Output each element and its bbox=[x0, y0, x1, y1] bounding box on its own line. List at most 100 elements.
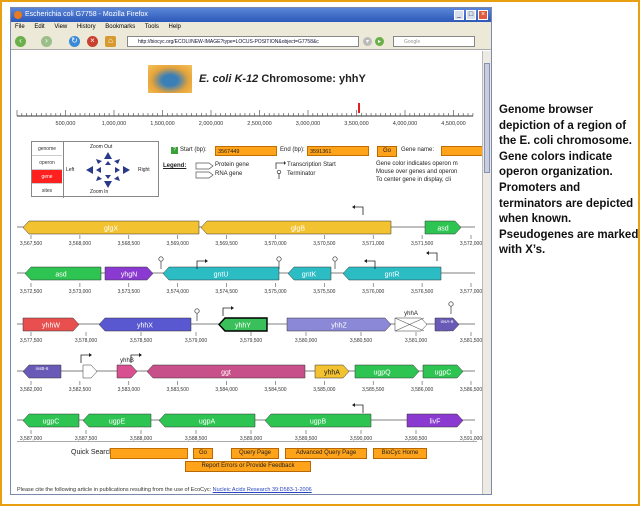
gene-arrow[interactable] bbox=[264, 413, 372, 428]
go-arrow-icon[interactable]: ▸ bbox=[375, 37, 384, 46]
level-genome[interactable]: genome bbox=[32, 142, 62, 156]
query-page-button[interactable]: Query Page bbox=[231, 448, 279, 459]
track-tick-label: 3,581,000 bbox=[405, 338, 427, 344]
track-tick-label: 3,574,500 bbox=[215, 289, 237, 295]
menu-tools[interactable]: Tools bbox=[144, 24, 159, 30]
close-button[interactable]: × bbox=[478, 10, 488, 20]
gene-arrow[interactable] bbox=[434, 317, 460, 332]
help-icon[interactable]: ? bbox=[171, 147, 178, 154]
level-sites[interactable]: sites bbox=[41, 188, 53, 194]
gene-label: glgB bbox=[291, 226, 305, 233]
search-box[interactable]: Google bbox=[393, 36, 475, 47]
menu-bookmarks[interactable]: Bookmarks bbox=[105, 24, 136, 30]
gene-arrow[interactable] bbox=[422, 364, 464, 379]
menu-history[interactable]: History bbox=[76, 24, 96, 30]
legend-gene-shapes bbox=[195, 162, 214, 179]
gene-arrow[interactable] bbox=[146, 364, 306, 379]
gene-arrow[interactable] bbox=[22, 220, 200, 235]
track-tick-label: 3,580,000 bbox=[295, 338, 317, 344]
promoter-arrowhead bbox=[352, 403, 355, 407]
track-tick-label: 3,591,000 bbox=[460, 436, 482, 442]
track-tick-label: 3,569,500 bbox=[215, 241, 237, 247]
legend-protein-gene: Protein gene bbox=[215, 162, 250, 168]
pan-zoom-arrows-icon[interactable] bbox=[80, 150, 136, 190]
home-icon[interactable]: ⌂ bbox=[105, 36, 116, 47]
gene-arrow[interactable] bbox=[98, 317, 192, 332]
gene-arrow[interactable] bbox=[116, 364, 138, 379]
gene-label: yhgN bbox=[121, 272, 137, 279]
promoter-arrow bbox=[222, 307, 231, 316]
gene-arrow[interactable] bbox=[82, 364, 98, 379]
gene-arrow[interactable] bbox=[200, 220, 392, 235]
address-bar[interactable]: http://biocyc.org/ECOLI/NEW-IMAGE?type=L… bbox=[127, 36, 359, 47]
biocyc-home-button[interactable]: BioCyc Home bbox=[373, 448, 427, 459]
maximize-button[interactable]: □ bbox=[466, 10, 476, 20]
gene-arrow[interactable] bbox=[286, 317, 392, 332]
gene-arrow[interactable] bbox=[218, 317, 268, 332]
track-tick-label: 3,586,500 bbox=[460, 387, 482, 393]
forward-icon[interactable]: › bbox=[41, 36, 52, 47]
level-operon[interactable]: operon bbox=[32, 156, 62, 170]
level-gene[interactable]: gene bbox=[32, 170, 62, 184]
gene-label: insA-6 bbox=[441, 319, 454, 324]
gene-arrow[interactable] bbox=[162, 266, 280, 281]
menu-file[interactable]: File bbox=[15, 24, 25, 30]
gene-arrow[interactable] bbox=[342, 266, 442, 281]
gene-label: ggt bbox=[221, 370, 231, 377]
end-label: End (bp): bbox=[280, 147, 305, 153]
gene-label: yhhZ bbox=[331, 323, 347, 330]
track-tick-label: 3,568,500 bbox=[118, 241, 140, 247]
pseudogene-x-mark bbox=[394, 317, 425, 332]
gene-label: ugpA bbox=[199, 419, 216, 426]
terminator-loop bbox=[448, 301, 454, 307]
address-text: http://biocyc.org/ECOLI/NEW-IMAGE?type=L… bbox=[138, 39, 319, 45]
gene-arrow[interactable] bbox=[104, 266, 154, 281]
start-input[interactable]: 3567449 bbox=[215, 146, 277, 156]
back-icon[interactable]: ‹ bbox=[15, 36, 26, 47]
ruler-tick-label: 1,000,000 bbox=[102, 121, 126, 127]
advanced-query-button[interactable]: Advanced Query Page bbox=[285, 448, 367, 459]
quick-search-input[interactable] bbox=[110, 448, 188, 459]
minimize-button[interactable]: _ bbox=[454, 10, 464, 20]
legend-info-2: Mouse over genes and operon bbox=[376, 169, 458, 175]
menu-view[interactable]: View bbox=[54, 24, 68, 30]
track-tick-label: 3,581,500 bbox=[460, 338, 482, 344]
ecoli-logo-image bbox=[148, 65, 192, 93]
dropdown-icon[interactable]: ▾ bbox=[363, 37, 372, 46]
gene-arrow[interactable] bbox=[314, 364, 350, 379]
promoter-arrow bbox=[429, 252, 438, 261]
gene-arrow[interactable] bbox=[82, 413, 152, 428]
quick-search-go-button[interactable]: Go bbox=[193, 448, 213, 459]
gene-arrow[interactable] bbox=[158, 413, 256, 428]
track-tick-label: 3,588,000 bbox=[130, 436, 152, 442]
window-title: Escherichia coli G7758 - Mozilla Firefox bbox=[25, 11, 148, 18]
report-errors-button[interactable]: Report Errors or Provide Feedback bbox=[185, 461, 311, 472]
track-tick-label: 3,590,000 bbox=[350, 436, 372, 442]
gene-label: glgX bbox=[104, 226, 118, 233]
track-tick-label: 3,575,000 bbox=[264, 289, 286, 295]
go-button[interactable]: Go bbox=[377, 146, 397, 157]
gene-arrow[interactable] bbox=[394, 317, 428, 332]
gene-arrow[interactable] bbox=[24, 266, 102, 281]
menu-edit[interactable]: Edit bbox=[34, 24, 45, 30]
vertical-scrollbar[interactable] bbox=[482, 51, 491, 494]
gene-arrow[interactable] bbox=[424, 220, 462, 235]
gene-arrow[interactable] bbox=[354, 364, 420, 379]
navigation-toolbar: ‹ › ↻ × ⌂ http://biocyc.org/ECOLI/NEW-IM… bbox=[11, 33, 491, 50]
reload-icon[interactable]: ↻ bbox=[69, 36, 80, 47]
gene-arrow[interactable] bbox=[406, 413, 464, 428]
scrollbar-thumb[interactable] bbox=[484, 63, 490, 173]
stop-icon[interactable]: × bbox=[87, 36, 98, 47]
gene-arrow[interactable] bbox=[22, 317, 80, 332]
gene-arrow[interactable] bbox=[22, 413, 80, 428]
menu-help[interactable]: Help bbox=[168, 24, 181, 30]
citation-link[interactable]: Nucleic Acids Research 39:D583-1-2006 bbox=[212, 487, 312, 493]
gene-arrow[interactable] bbox=[287, 266, 332, 281]
gene-arrow[interactable] bbox=[22, 364, 62, 379]
terminator-loop bbox=[194, 308, 200, 314]
gene-label: ugpE bbox=[109, 419, 126, 426]
gene-label: livF bbox=[430, 419, 441, 426]
end-input[interactable]: 3591361 bbox=[307, 146, 369, 156]
